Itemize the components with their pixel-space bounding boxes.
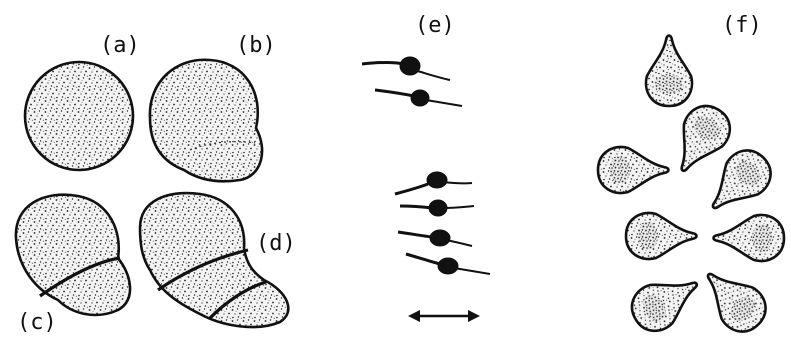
label-d: (d) <box>256 231 296 256</box>
panel-e: (e) <box>362 13 490 322</box>
label-b: (b) <box>236 33 276 58</box>
panel-f: (f) <box>598 13 784 339</box>
rosette-cell <box>692 258 774 339</box>
rosette-cell <box>714 215 785 261</box>
swimmer-4 <box>400 200 474 216</box>
swimmer-3 <box>395 172 472 194</box>
swimmer-6 <box>406 254 490 274</box>
panel-b: (b) <box>150 33 276 181</box>
label-f: (f) <box>722 13 762 38</box>
panel-a: (a) <box>25 33 140 170</box>
swimmer-5 <box>398 230 472 246</box>
rosette-cell <box>598 147 669 193</box>
single-wall-cell <box>16 195 130 315</box>
rosette-cell <box>624 264 708 339</box>
double-headed-arrow-icon <box>408 310 480 322</box>
rosette-cell <box>646 36 692 107</box>
round-cell <box>25 62 133 170</box>
panel-d: (d) <box>140 193 296 327</box>
panel-c: (c) <box>16 195 130 335</box>
budding-cell <box>150 60 262 182</box>
swimmer-1 <box>362 57 450 80</box>
label-c: (c) <box>17 310 57 335</box>
label-e: (e) <box>415 13 455 38</box>
label-a: (a) <box>100 33 140 58</box>
rosette-cell <box>626 213 697 259</box>
swimmer-2 <box>375 90 462 106</box>
